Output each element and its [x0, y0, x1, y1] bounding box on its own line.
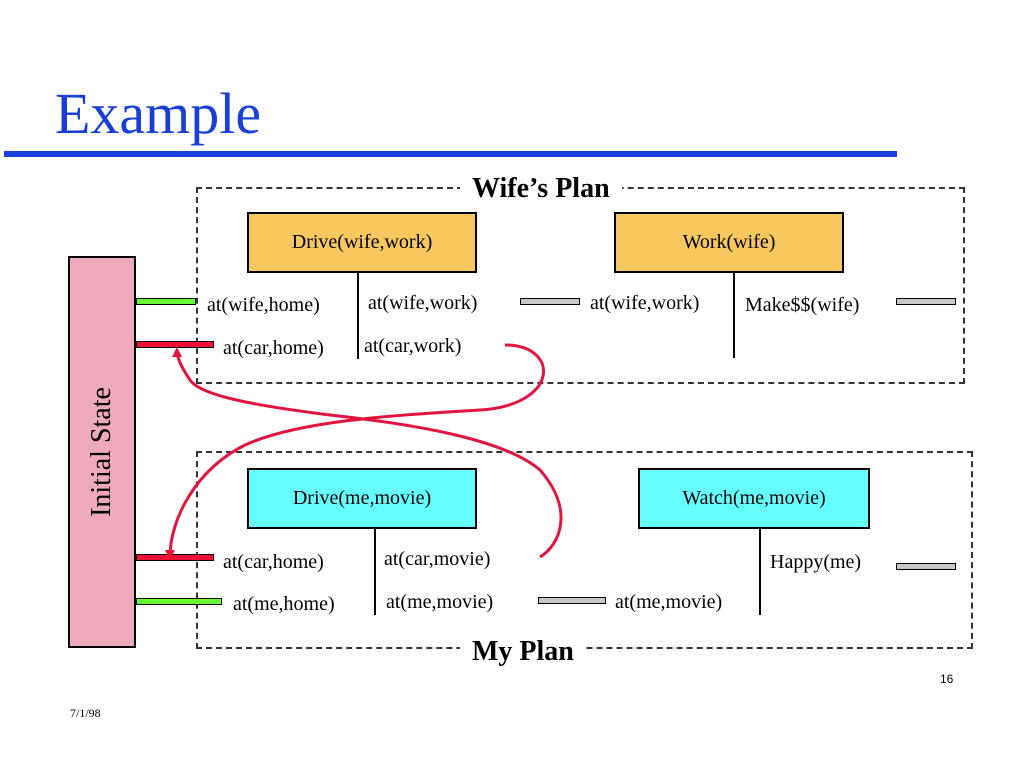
precondition-label: at(me,movie): [615, 591, 723, 613]
precondition-label: at(wife,home): [207, 294, 320, 316]
causal-link: [896, 298, 956, 305]
effect-label: at(car,movie): [384, 548, 491, 570]
effect-label: at(wife,work): [368, 292, 478, 314]
causal-link: [896, 563, 956, 570]
initial-state-link: [136, 298, 196, 305]
effect-label: at(me,movie): [386, 591, 494, 613]
effect-label: Make$$(wife): [745, 294, 860, 316]
action-divider: [759, 529, 761, 615]
effect-label: at(car,work): [364, 335, 462, 357]
slide-title: Example: [55, 81, 262, 146]
action-work-wife: Work(wife): [614, 212, 844, 273]
action-drive-wife-work: Drive(wife,work): [247, 212, 477, 273]
initial-state-box: Initial State: [68, 256, 136, 648]
action-drive-me-movie: Drive(me,movie): [247, 468, 477, 529]
precondition-label: at(car,home): [223, 337, 324, 359]
causal-link: [538, 597, 606, 604]
initial-state-label: Initial State: [86, 387, 117, 517]
wife-plan-label: Wife’s Plan: [460, 171, 622, 207]
action-divider: [357, 273, 359, 359]
action-divider: [733, 273, 735, 358]
title-underline: [4, 151, 897, 157]
slide-number: 16: [940, 672, 954, 686]
action-watch-me-movie: Watch(me,movie): [638, 468, 870, 529]
initial-state-link: [136, 554, 214, 561]
causal-link: [520, 298, 580, 305]
precondition-label: at(car,home): [223, 551, 324, 573]
initial-state-link: [136, 341, 214, 348]
precondition-label: at(wife,work): [590, 292, 700, 314]
my-plan-label: My Plan: [460, 634, 586, 670]
slide-date: 7/1/98: [70, 706, 101, 720]
effect-label: Happy(me): [770, 551, 862, 573]
initial-state-link: [136, 598, 222, 605]
precondition-label: at(me,home): [233, 593, 335, 615]
action-divider: [374, 529, 376, 615]
